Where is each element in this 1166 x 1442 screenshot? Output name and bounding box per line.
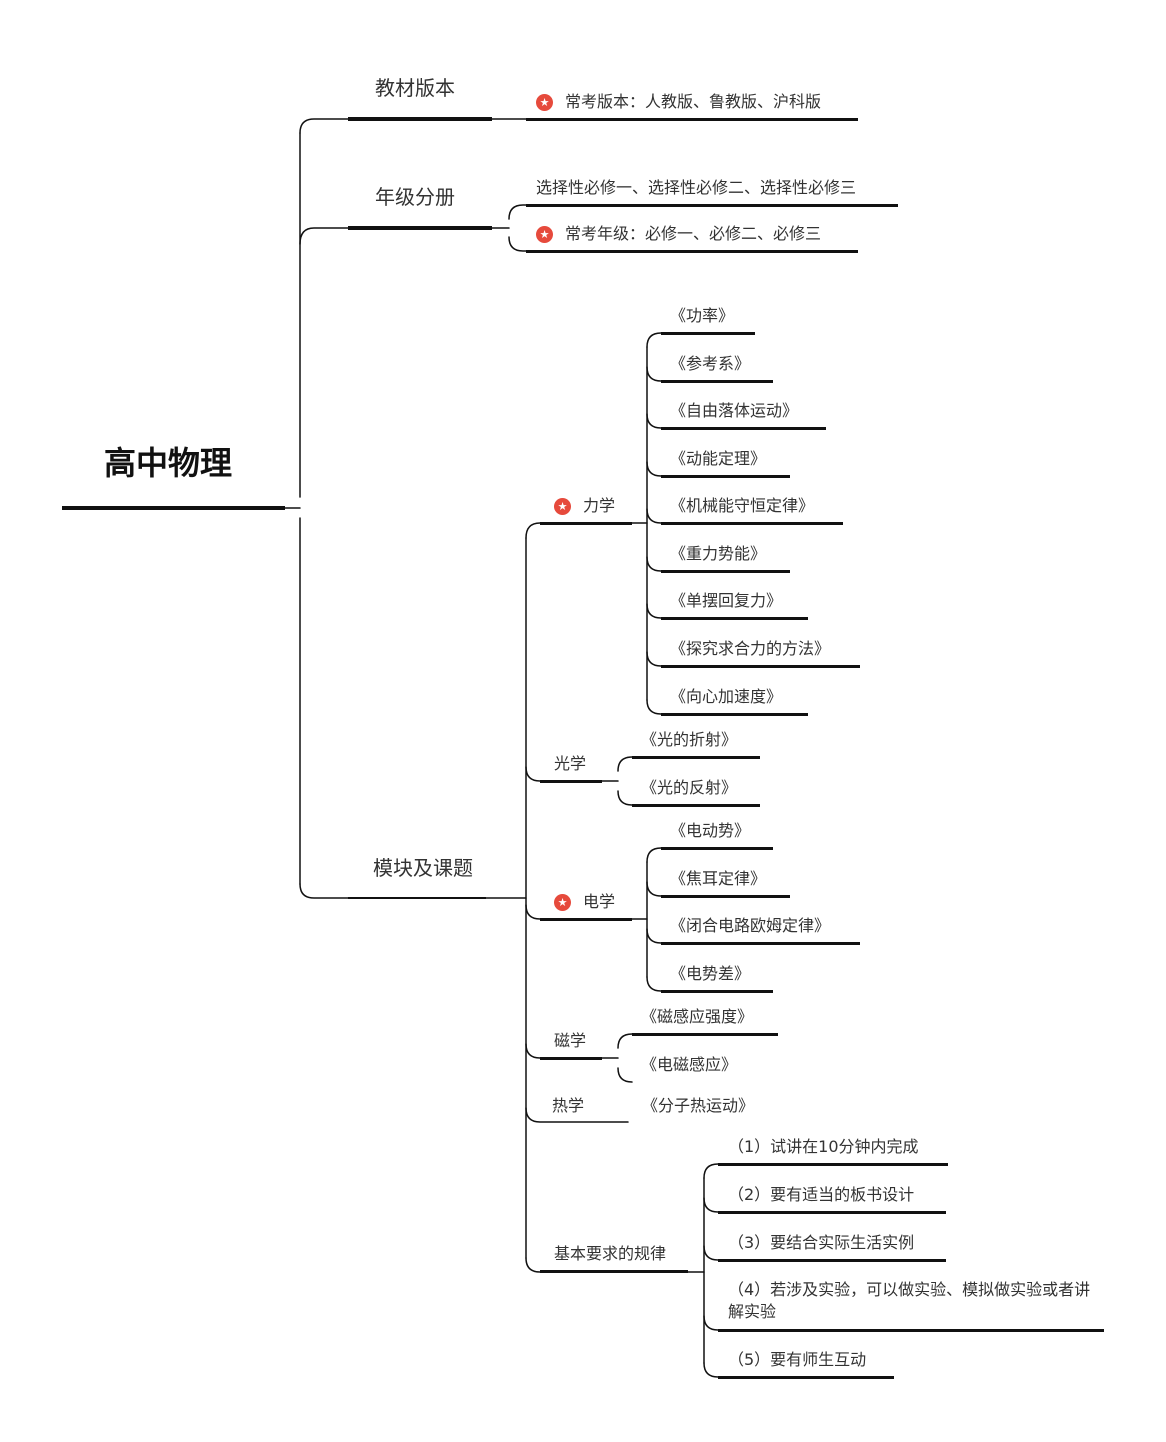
root-underline (62, 506, 285, 510)
topic-underline (661, 475, 790, 478)
topic-mechanics-2[interactable]: 《参考系》 (670, 354, 751, 373)
topic-electricity-2[interactable]: 《焦耳定律》 (670, 869, 767, 888)
topic-mechanics-4[interactable]: 《动能定理》 (670, 449, 767, 468)
module-underline (540, 918, 632, 921)
topic-underline (661, 847, 773, 850)
topic-underline (526, 250, 858, 253)
topic-underline (661, 332, 755, 335)
module-underline (540, 1270, 688, 1273)
topic-underline (661, 665, 860, 668)
branch-grade[interactable]: 年级分册 (375, 185, 455, 209)
branch-textbook-underline (348, 117, 492, 121)
topic-underline (661, 713, 808, 716)
topic-mechanics-7[interactable]: 《单摆回复力》 (670, 591, 783, 610)
topic-mechanics-1[interactable]: 《功率》 (670, 306, 735, 325)
star-badge-icon: ★ (536, 226, 553, 243)
star-badge-icon: ★ (536, 94, 553, 111)
topic-underline (718, 1163, 948, 1166)
topic-magnetism-2[interactable]: 《电磁感应》 (641, 1055, 738, 1074)
topic-underline (661, 990, 773, 993)
module-underline (540, 780, 602, 783)
topic-rule-5[interactable]: （5）要有师生互动 (728, 1350, 867, 1369)
topic-magnetism-1[interactable]: 《磁感应强度》 (641, 1007, 754, 1026)
topic-grade-common[interactable]: ★常考年级：必修一、必修二、必修三 (536, 224, 821, 243)
root-topic[interactable]: 高中物理 (104, 444, 233, 482)
topic-mechanics-9[interactable]: 《向心加速度》 (670, 687, 783, 706)
topic-rule-1[interactable]: （1）试讲在10分钟内完成 (728, 1137, 919, 1156)
module-thermal[interactable]: 热学 (552, 1096, 585, 1115)
topic-mechanics-3[interactable]: 《自由落体运动》 (670, 401, 799, 420)
topic-underline (661, 617, 808, 620)
topic-underline (661, 570, 790, 573)
branch-grade-underline (348, 226, 492, 230)
topic-optics-2[interactable]: 《光的反射》 (641, 778, 738, 797)
topic-optics-1[interactable]: 《光的折射》 (641, 730, 738, 749)
module-optics[interactable]: 光学 (554, 754, 587, 773)
star-badge-icon: ★ (554, 498, 571, 515)
topic-underline (661, 942, 860, 945)
topic-textbook-common[interactable]: ★常考版本：人教版、鲁教版、沪科版 (536, 92, 821, 111)
topic-thermal-molecular[interactable]: 《分子热运动》 (642, 1096, 755, 1115)
branch-textbook[interactable]: 教材版本 (375, 76, 455, 100)
star-badge-icon: ★ (554, 894, 571, 911)
module-electricity[interactable]: ★电学 (554, 892, 615, 911)
topic-rule-4[interactable]: （4）若涉及实验，可以做实验、模拟做实验或者讲解实验 (728, 1280, 1091, 1321)
topic-mechanics-8[interactable]: 《探究求合力的方法》 (670, 639, 831, 658)
topic-underline (661, 380, 773, 383)
topic-electricity-4[interactable]: 《电势差》 (670, 964, 751, 983)
topic-grade-elective[interactable]: 选择性必修一、选择性必修二、选择性必修三 (536, 178, 857, 197)
topic-underline (661, 427, 826, 430)
topic-electricity-3[interactable]: 《闭合电路欧姆定律》 (670, 916, 831, 935)
topic-mechanics-5[interactable]: 《机械能守恒定律》 (670, 496, 815, 515)
topic-underline (718, 1211, 946, 1214)
topic-underline (661, 522, 843, 525)
topic-underline (718, 1329, 1104, 1332)
topic-rule-2[interactable]: （2）要有适当的板书设计 (728, 1185, 915, 1204)
module-underline (540, 522, 632, 525)
topic-underline (661, 895, 790, 898)
module-mechanics[interactable]: ★力学 (554, 496, 615, 515)
topic-underline (526, 118, 858, 121)
module-rules[interactable]: 基本要求的规律 (554, 1244, 667, 1263)
module-underline (540, 1057, 602, 1060)
module-magnetism[interactable]: 磁学 (554, 1031, 587, 1050)
topic-underline (632, 1033, 778, 1036)
branch-modules[interactable]: 模块及课题 (373, 856, 473, 880)
topic-rule-3[interactable]: （3）要结合实际生活实例 (728, 1233, 915, 1252)
topic-underline (632, 756, 760, 759)
topic-underline (632, 804, 760, 807)
topic-underline (718, 1376, 894, 1379)
topic-electricity-1[interactable]: 《电动势》 (670, 821, 751, 840)
branch-modules-underline (348, 897, 486, 899)
topic-mechanics-6[interactable]: 《重力势能》 (670, 544, 767, 563)
topic-underline (718, 1259, 946, 1262)
topic-underline (526, 204, 898, 207)
